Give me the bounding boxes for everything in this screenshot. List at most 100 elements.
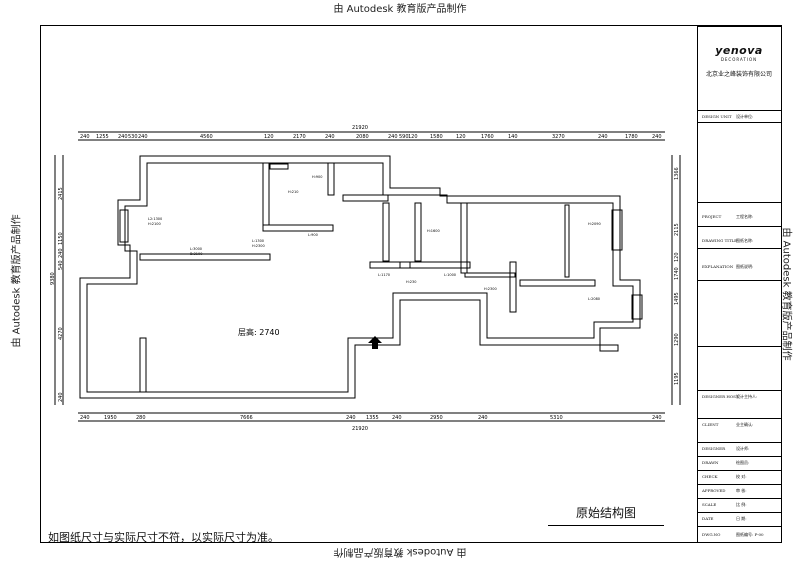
dim-bottom-11: 240 — [652, 415, 662, 421]
dim-right-7: 1195 — [674, 372, 680, 385]
label-designer: DESIGNER — [702, 446, 726, 451]
dim-bottom-8: 2950 — [430, 415, 443, 421]
value-scale: 比 例: — [736, 502, 747, 507]
tag-11: L:2080 — [588, 297, 600, 301]
tag-1: L2:1300 — [148, 217, 162, 221]
tag-7: L:900 — [308, 233, 318, 237]
value-designer-host: 设计主持人: — [736, 394, 758, 399]
tag-10: H:2090 — [588, 222, 601, 226]
dim-top-1: 240 — [80, 134, 90, 140]
value-approved: 审 核: — [736, 488, 747, 493]
dim-top-17: 140 — [508, 134, 518, 140]
value-drawn: 绘图员: — [736, 460, 750, 465]
dim-left-1: 2415 — [58, 187, 64, 200]
dim-bottom-3: 280 — [136, 415, 146, 421]
dim-top-7: 120 — [264, 134, 274, 140]
dim-top-6: 4560 — [200, 134, 213, 140]
label-drawing-title: DRAWING TITLE — [702, 238, 738, 243]
dim-left-5: 9380 — [50, 272, 56, 285]
dim-top-5: 240 — [138, 134, 148, 140]
value-project: 工程名称: — [736, 214, 754, 219]
dim-total-bottom: 21920 — [352, 426, 368, 432]
dim-bottom-6: 1355 — [366, 415, 379, 421]
title-block: DESIGN UNIT 设计单位: PROJECT 工程名称: DRAWING … — [697, 26, 782, 542]
label-approved: APPROVED — [702, 488, 726, 493]
dim-bottom-9: 240 — [478, 415, 488, 421]
dim-total-top: 21920 — [352, 125, 368, 131]
dim-top-12: 590 — [399, 134, 409, 140]
dim-right-1: 1366 — [674, 167, 680, 180]
tag-5: L:3000 — [190, 247, 202, 251]
company-name: 北京业之峰装饰有限公司 — [705, 71, 772, 78]
room-height-label: 层高: 2740 — [238, 327, 280, 337]
tag-15: H:230 — [406, 280, 417, 284]
dim-top-10: 2080 — [356, 134, 369, 140]
dim-top-15: 120 — [456, 134, 466, 140]
tag-2: H:2100 — [148, 222, 161, 226]
label-explanation: EXPLANATION — [702, 264, 734, 269]
tag-14: L:1000 — [444, 273, 456, 277]
dimension-disclaimer: 如图纸尺寸与实际尺寸不符，以实际尺寸为准。 — [48, 531, 279, 544]
value-design-unit: 设计单位: — [736, 114, 754, 119]
tag-3: H:900 — [312, 175, 323, 179]
label-drawn: DRAWN — [702, 460, 719, 465]
dim-left-3: 240 — [58, 248, 64, 258]
dim-top-4: 530 — [128, 134, 138, 140]
company-logo: yenova — [715, 44, 763, 57]
label-design-unit: DESIGN UNIT — [702, 114, 732, 119]
dim-bottom-2: 1950 — [104, 415, 117, 421]
sheet-title: 原始结构图 — [548, 501, 664, 526]
dim-top-9: 240 — [325, 134, 335, 140]
tag-12: H:1600 — [427, 229, 440, 233]
dim-top-14: 1580 — [430, 134, 443, 140]
dim-right-5: 1495 — [674, 292, 680, 305]
dim-top-16: 1760 — [481, 134, 494, 140]
dim-left-7: 240 — [58, 392, 64, 402]
value-dwg-no: 图纸编号: P-00 — [736, 532, 764, 537]
dim-top-20: 1780 — [625, 134, 638, 140]
dim-right-3: 120 — [674, 252, 680, 262]
drawing-sheet-border — [40, 25, 782, 543]
label-project: PROJECT — [702, 214, 722, 219]
label-date: DATE — [702, 516, 714, 521]
tag-4: H:210 — [288, 190, 299, 194]
value-date: 日 期: — [736, 516, 747, 521]
value-check: 校 对: — [736, 474, 747, 479]
entrance-arrow-icon — [368, 336, 382, 349]
dim-top-3: 240 — [118, 134, 128, 140]
dim-bottom-10: 5310 — [550, 415, 563, 421]
dim-right-6: 1290 — [674, 333, 680, 346]
label-dwg-no: DWG.NO — [702, 532, 721, 537]
dim-top-18: 3270 — [552, 134, 565, 140]
dim-right-2: 2115 — [674, 223, 680, 236]
value-explanation: 图纸说明: — [736, 264, 754, 269]
dim-top-11: 240 — [388, 134, 398, 140]
value-drawing-title: 图纸名称: — [736, 238, 754, 243]
tag-6: B:2100 — [190, 252, 203, 256]
dim-top-2: 1255 — [96, 134, 109, 140]
dim-bottom-1: 240 — [80, 415, 90, 421]
dim-left-2: 1150 — [58, 232, 64, 245]
value-client: 业主确认: — [736, 422, 754, 427]
watermark-top: 由 Autodesk 教育版产品制作 — [333, 4, 467, 15]
value-designer: 设计师: — [736, 446, 750, 451]
dim-bottom-5: 240 — [346, 415, 356, 421]
label-client: CLIENT — [702, 422, 719, 427]
tag-8: L:1300 — [252, 239, 264, 243]
tag-9: H:2300 — [252, 244, 265, 248]
tag-16: H:2300 — [484, 287, 497, 291]
dim-bottom-7: 240 — [392, 415, 402, 421]
dim-bottom-4: 7666 — [240, 415, 253, 421]
dim-left-4: 540 — [58, 260, 64, 270]
company-logo-sub: DECORATION — [720, 57, 758, 62]
dim-top-19: 240 — [598, 134, 608, 140]
tag-13: L:1170 — [378, 273, 390, 277]
dim-top-21: 240 — [652, 134, 662, 140]
dim-top-8: 2170 — [293, 134, 306, 140]
label-designer-host: DESIGNER HOST — [702, 394, 739, 399]
dim-right-4: 1740 — [674, 267, 680, 280]
dim-left-6: 4270 — [58, 327, 64, 340]
label-check: CHECK — [702, 474, 718, 479]
label-scale: SCALE — [702, 502, 717, 507]
